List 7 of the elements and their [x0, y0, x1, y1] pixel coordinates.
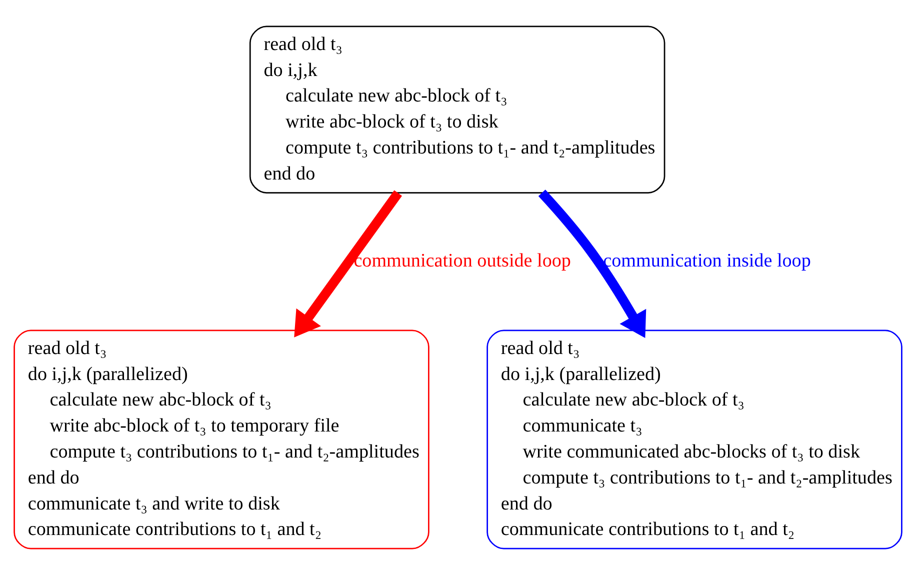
edge-label: communication outside loop	[354, 250, 571, 272]
arrow	[538, 189, 646, 338]
edge-label: communication inside loop	[603, 250, 811, 272]
node-box: read old t₃ do i,j,k (parallelized) calculate new abc-block of t₃ communicate t₃ write communicated abc-blocks of t₃ to disk compute t₃ contributions to t₁- and t₂-amplitudes end do communicate contributions to t₁ and t₂	[486, 329, 902, 549]
node-box: read old t₃ do i,j,k calculate new abc-block of t₃ write abc-block of t₃ to disk compute t₃ contributions to t₁- and t₂-amplitudes end do	[249, 25, 666, 193]
node-box: read old t₃ do i,j,k (parallelized) calculate new abc-block of t₃ write abc-block of t₃ to temporary file compute t₃ contributions to t₁- and t₂-amplitudes end do communicate t₃ and write to disk communicate contributions to t₁ and t₂	[14, 329, 430, 549]
arrow	[294, 190, 402, 337]
